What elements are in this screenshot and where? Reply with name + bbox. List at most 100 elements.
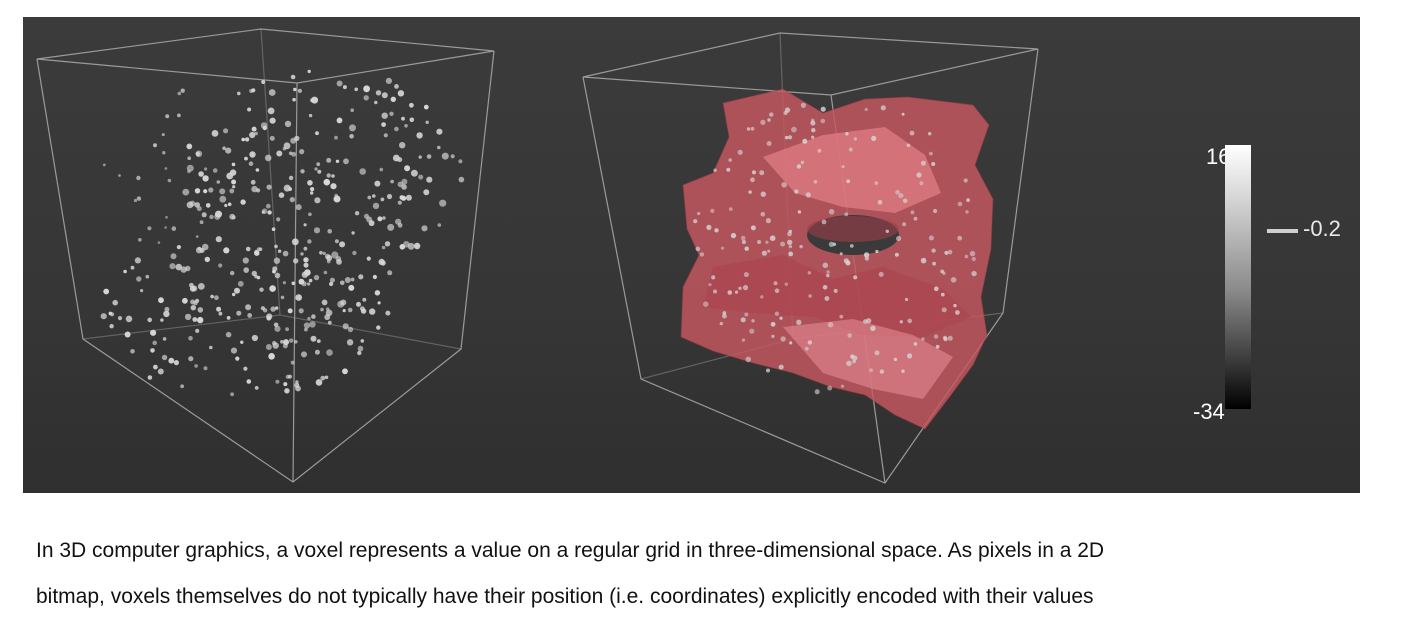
voxel-point <box>421 225 428 232</box>
voxel-point <box>180 88 185 93</box>
voxel-point <box>288 338 294 343</box>
voxel-point <box>387 223 395 231</box>
voxel-point <box>711 275 716 280</box>
voxel-point <box>259 287 264 292</box>
voxel-point <box>359 168 367 175</box>
voxel-point <box>336 259 342 265</box>
voxel-point <box>841 165 845 169</box>
voxel-point <box>216 180 221 184</box>
voxel-point <box>374 100 378 105</box>
voxel-point <box>287 308 293 314</box>
voxel-point <box>333 195 341 203</box>
voxel-point <box>347 326 354 333</box>
voxel-point <box>153 364 158 370</box>
voxel-point <box>227 202 232 207</box>
voxel-point <box>311 314 316 319</box>
voxel-point <box>357 350 362 356</box>
voxel-point <box>177 91 182 96</box>
voxel-point <box>324 375 329 380</box>
voxel-point <box>251 334 258 342</box>
voxel-point <box>384 241 391 247</box>
voxel-point <box>846 179 851 184</box>
voxel-point <box>377 301 381 305</box>
voxel-point <box>147 317 152 323</box>
voxel-point <box>833 288 838 293</box>
voxel-point <box>350 108 355 112</box>
voxel-point <box>197 283 205 290</box>
voxel-point <box>136 196 142 201</box>
voxel-point <box>375 90 382 96</box>
voxel-point <box>379 167 384 172</box>
voxel-point <box>204 256 210 263</box>
voxel-point <box>898 193 904 199</box>
voxel-point <box>180 384 185 389</box>
voxel-point <box>385 77 392 84</box>
voxel-point <box>276 217 281 222</box>
voxel-point <box>766 141 772 146</box>
voxel-point <box>229 188 235 194</box>
voxel-point <box>746 127 751 131</box>
voxel-point <box>771 334 775 338</box>
voxel-point <box>211 130 219 137</box>
voxel-point <box>416 132 423 139</box>
voxel-point <box>363 85 370 93</box>
voxel-point <box>295 380 299 384</box>
voxel-point <box>750 177 755 183</box>
voxel-point <box>321 299 328 306</box>
voxel-point <box>347 307 353 313</box>
voxel-point <box>307 282 311 286</box>
voxel-point <box>359 306 365 311</box>
voxel-point <box>177 113 181 118</box>
voxel-point <box>210 294 214 299</box>
voxel-point <box>269 117 276 124</box>
colorbar-marker-label: -0.2 <box>1303 216 1341 241</box>
colorbar <box>1225 145 1251 409</box>
voxel-point <box>275 379 280 384</box>
colorbar-marker <box>1267 229 1298 233</box>
voxel-point <box>394 84 399 89</box>
voxel-point <box>283 382 288 387</box>
voxel-point <box>357 345 364 352</box>
voxel-point <box>933 208 938 214</box>
voxel-point <box>744 246 749 251</box>
voxel-point <box>931 248 936 253</box>
voxel-point <box>390 179 394 184</box>
voxel-point <box>743 272 749 278</box>
voxel-point <box>870 325 876 331</box>
voxel-point <box>808 294 812 298</box>
voxel-point <box>751 319 755 323</box>
voxel-point <box>750 225 756 231</box>
voxel-point <box>423 189 430 196</box>
voxel-point <box>230 347 238 354</box>
voxel-point <box>940 269 944 274</box>
voxel-point <box>118 174 121 177</box>
voxel-point <box>212 168 218 173</box>
voxel-point <box>167 178 172 183</box>
voxel-point <box>726 167 731 172</box>
voxel-point <box>813 180 818 184</box>
voxel-point <box>282 250 289 257</box>
voxel-point <box>256 188 261 193</box>
voxel-point <box>103 288 110 295</box>
voxel-point <box>204 167 208 171</box>
voxel-point <box>264 154 272 162</box>
voxel-point <box>147 375 153 380</box>
voxel-point <box>260 306 265 311</box>
voxel-point <box>270 306 276 312</box>
voxel-point <box>261 208 268 214</box>
voxel-point <box>282 147 287 151</box>
voxel-point <box>192 317 198 322</box>
voxel-point <box>157 368 164 375</box>
voxel-point <box>719 321 723 326</box>
voxel-point <box>342 85 347 90</box>
voxel-point <box>458 176 465 183</box>
voxel-point <box>965 210 969 214</box>
voxel-point <box>293 87 297 92</box>
voxel-point <box>773 281 778 286</box>
voxel-point <box>920 160 926 166</box>
voxel-point <box>226 316 231 320</box>
voxel-point <box>354 87 359 92</box>
voxel-point <box>950 277 957 283</box>
voxel-point <box>853 137 857 141</box>
voxel-point <box>909 130 915 136</box>
